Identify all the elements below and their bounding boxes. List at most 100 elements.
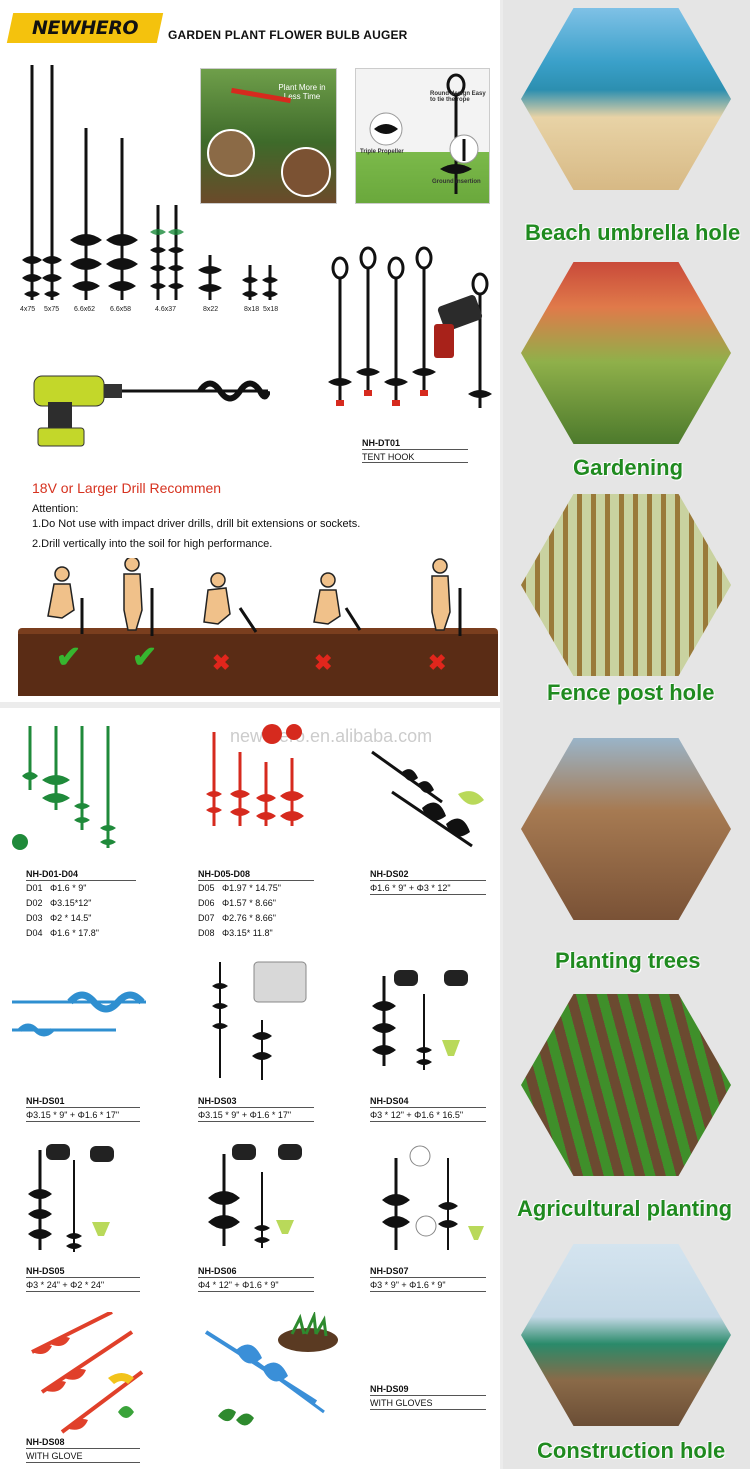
use-photo-planting-trees xyxy=(521,738,731,920)
divider xyxy=(370,1121,486,1122)
use-photo-agricultural xyxy=(521,994,731,1176)
attention-heading: Attention: xyxy=(32,503,79,515)
divider xyxy=(370,1107,486,1108)
divider xyxy=(26,1107,140,1108)
ds05-auger-illustration xyxy=(28,1144,114,1252)
spec-size: Φ2 * 14.5" xyxy=(50,913,92,923)
spec-size: Φ3.15* 11.8" xyxy=(222,928,273,938)
top-product-panel: NEWHERO GARDEN PLANT FLOWER BULB AUGER xyxy=(0,0,500,702)
divider xyxy=(198,1107,314,1108)
model-name: NH-DS02 xyxy=(370,869,409,879)
spec-code: D03 xyxy=(26,913,43,923)
spec-size: Φ2.76 * 8.66" xyxy=(222,913,276,923)
divider xyxy=(26,1462,140,1463)
spec-code: D04 xyxy=(26,928,43,938)
model-spec: WITH GLOVES xyxy=(370,1398,433,1408)
ds02-auger-illustration xyxy=(371,750,484,848)
divider xyxy=(370,1291,486,1292)
spec-code: D06 xyxy=(198,898,215,908)
model-name: NH-D05-D08 xyxy=(198,869,251,879)
wrong-cross-icon: ✖ xyxy=(428,650,447,675)
wrong-cross-icon: ✖ xyxy=(314,650,333,675)
bit-size-label: 5x75 xyxy=(44,306,60,313)
bit-size-label: 8x22 xyxy=(203,306,219,313)
soil-ground xyxy=(18,634,498,696)
correct-check-icon: ✔ xyxy=(56,641,82,674)
spec-size: Φ1.6 * 17.8" xyxy=(50,928,99,938)
use-label: Fence post hole xyxy=(547,680,715,705)
bit-size-label: 4x75 xyxy=(20,306,36,313)
divider xyxy=(26,1277,140,1278)
use-label: Agricultural planting xyxy=(517,1196,733,1221)
divider xyxy=(362,449,468,450)
divider xyxy=(198,1121,314,1122)
auger-bits-illustration xyxy=(22,65,278,300)
photo-caption: Triple Propeller xyxy=(360,149,404,155)
use-label: Construction hole xyxy=(537,1438,726,1463)
model-spec: Φ3.15 * 9" + Φ1.6 * 17" xyxy=(26,1110,120,1120)
bottom-product-panel: new-hero.en.alibaba.com NH-D01-D04 D01 Φ… xyxy=(0,708,500,1469)
ds03-auger-illustration xyxy=(212,961,307,1080)
inset-circle xyxy=(281,147,331,197)
ds08-red-auger-illustration xyxy=(31,1312,144,1434)
drill-recommendation-title: 18V or Larger Drill Recommen xyxy=(32,480,222,496)
bit-size-label: 6.6x58 xyxy=(110,306,132,313)
spec-size: Φ1.6 * 9" xyxy=(50,883,87,893)
inset-circle xyxy=(207,129,255,177)
tent-hook-name: TENT HOOK xyxy=(362,452,415,462)
soil-surface xyxy=(18,628,498,638)
brand-logo: NEWHERO xyxy=(6,13,164,43)
page-title: GARDEN PLANT FLOWER BULB AUGER xyxy=(168,28,408,42)
model-name: NH-DS04 xyxy=(370,1096,409,1106)
ds09-blue-auger-illustration xyxy=(204,1312,338,1426)
divider xyxy=(362,462,468,463)
use-label: Gardening xyxy=(573,455,684,480)
garden-drill-photo: Plant More in Less Time xyxy=(200,68,337,204)
model-name: NH-DS03 xyxy=(198,1096,237,1106)
cordless-drill-illustration xyxy=(33,375,270,447)
model-name: NH-DS07 xyxy=(370,1266,409,1276)
model-spec: Φ4 * 12" + Φ1.6 * 9" xyxy=(198,1280,279,1290)
top-uses-panel: Beach umbrella hole Gardening Fence post… xyxy=(503,0,750,708)
drilling-posture-illustration xyxy=(47,558,462,636)
use-label: Beach umbrella hole xyxy=(525,220,741,245)
divider xyxy=(370,894,486,895)
model-spec: Φ3 * 9" + Φ1.6 * 9" xyxy=(370,1280,446,1290)
spec-code: D08 xyxy=(198,928,215,938)
spec-code: D05 xyxy=(198,883,215,893)
attention-rule-1: 1.Do Not use with impact driver drills, … xyxy=(32,518,361,530)
photo-caption: Ground insertion xyxy=(432,179,481,185)
green-auger-set-illustration xyxy=(12,726,116,850)
red-auger-set-illustration xyxy=(206,724,304,826)
divider xyxy=(26,1291,140,1292)
model-name: NH-DS01 xyxy=(26,1096,65,1106)
bottom-uses-panel: Planting trees Agricultural planting Con… xyxy=(503,708,750,1469)
divider xyxy=(26,880,136,881)
model-name: NH-D01-D04 xyxy=(26,869,79,879)
use-photo-fence xyxy=(521,494,731,676)
ds01-blue-auger-illustration xyxy=(12,991,146,1037)
correct-check-icon: ✔ xyxy=(132,641,158,674)
bit-size-label: 4.6x37 xyxy=(155,306,177,313)
spec-code: D07 xyxy=(198,913,215,923)
ds04-auger-illustration xyxy=(372,970,468,1070)
use-photo-beach xyxy=(521,8,731,190)
photo-caption: Plant More in Less Time xyxy=(278,83,326,101)
divider xyxy=(370,1409,486,1410)
model-spec: Φ1.6 * 9" + Φ3 * 12" xyxy=(370,883,451,893)
use-photo-construction xyxy=(521,1244,731,1426)
tent-hook-model: NH-DT01 xyxy=(362,438,401,448)
bit-size-label: 5x18 xyxy=(263,306,279,313)
tent-hook-feature-photo: Round design Easy to tie the rope Triple… xyxy=(355,68,490,204)
model-spec: Φ3 * 12" + Φ1.6 * 16.5" xyxy=(370,1110,464,1120)
model-name: NH-DS09 xyxy=(370,1384,409,1394)
divider xyxy=(370,880,486,881)
spec-size: Φ1.97 * 14.75" xyxy=(222,883,281,893)
spec-code: D01 xyxy=(26,883,43,893)
model-spec: Φ3.15 * 9" + Φ1.6 * 17" xyxy=(198,1110,292,1120)
spec-code: D02 xyxy=(26,898,43,908)
spec-size: Φ1.57 * 8.66" xyxy=(222,898,276,908)
attention-rule-2: 2.Drill vertically into the soil for hig… xyxy=(32,538,273,550)
ds07-auger-illustration xyxy=(382,1145,484,1250)
brand-name: NEWHERO xyxy=(31,17,138,39)
